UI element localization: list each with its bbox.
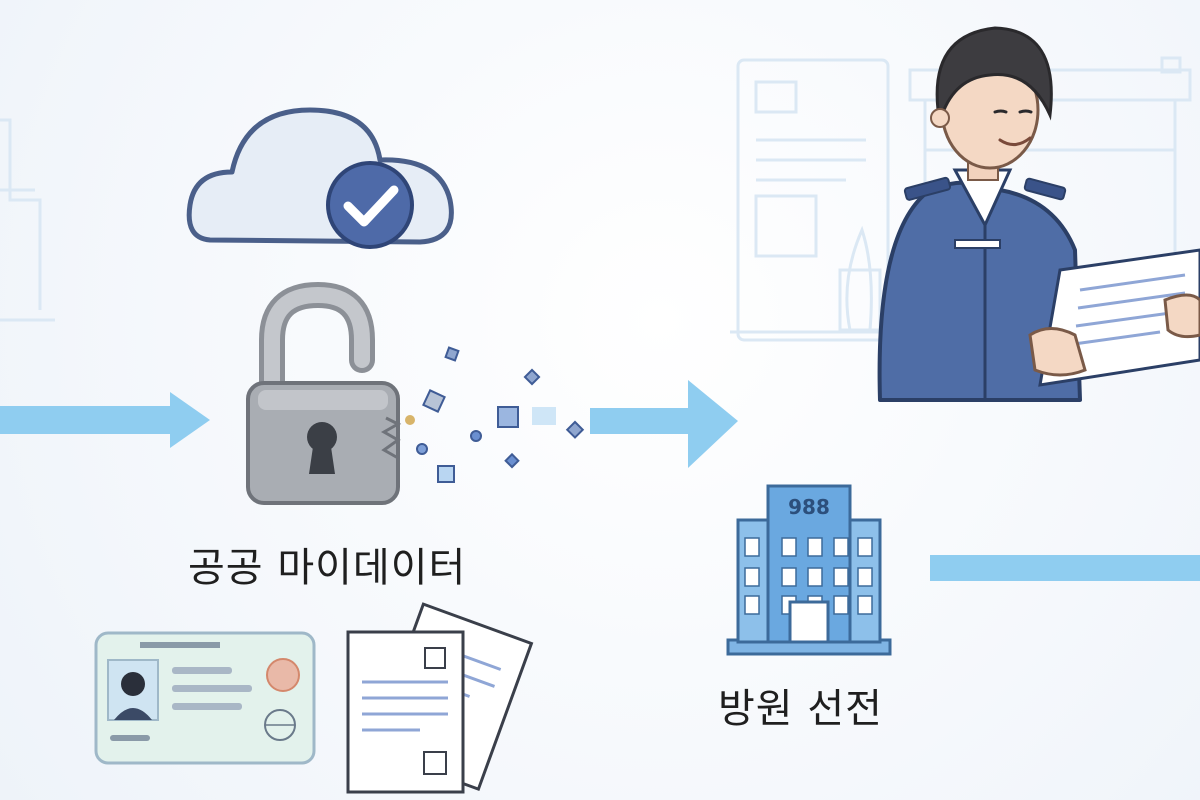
data-particles — [405, 346, 585, 483]
building-window — [833, 537, 849, 557]
building-window — [807, 567, 823, 587]
left-background-illustration — [0, 118, 55, 322]
right-caption: 방원 선전 — [718, 686, 883, 732]
flow-arrow-icon — [0, 392, 210, 448]
documents-icon — [346, 602, 534, 794]
center-caption: 공공 마이데이터 — [188, 545, 467, 591]
cloud-check-icon — [186, 107, 454, 249]
building-window — [781, 537, 797, 557]
building-sign: 988 — [788, 495, 830, 519]
building-window — [857, 567, 873, 587]
building-window — [807, 537, 823, 557]
open-padlock-icon — [246, 281, 402, 505]
building-window — [744, 595, 760, 615]
building-window — [833, 567, 849, 587]
flow-arrow-icon — [590, 380, 738, 468]
building-window — [857, 537, 873, 557]
building-window — [744, 537, 760, 557]
building-door — [788, 600, 830, 644]
officer-illustration — [877, 26, 1200, 402]
building-window — [833, 595, 849, 615]
building-window — [744, 567, 760, 587]
building-window — [781, 567, 797, 587]
building-window — [857, 595, 873, 615]
id-card-icon — [94, 631, 316, 765]
flow-bar — [930, 555, 1200, 581]
